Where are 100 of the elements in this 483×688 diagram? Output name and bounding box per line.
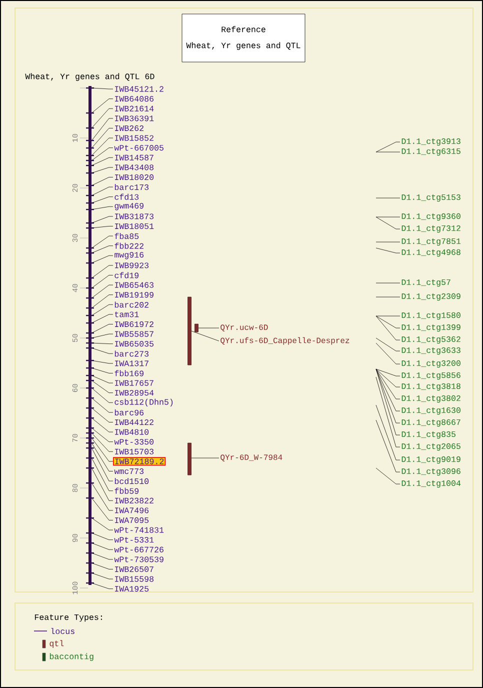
leader-line xyxy=(376,142,400,152)
leader-line xyxy=(92,206,114,210)
leader-line xyxy=(92,157,114,166)
leader-line xyxy=(92,255,114,264)
leader-line xyxy=(92,138,114,156)
legend-label: baccontig xyxy=(50,653,94,661)
leader-line xyxy=(92,368,114,374)
highlighted-marker-label: IWB72189.2 xyxy=(113,457,166,466)
marker-label: fbb169 xyxy=(114,370,144,376)
contig-label: D1.1_ctg3802 xyxy=(402,395,460,403)
marker-label: IWA1925 xyxy=(115,586,149,592)
leader-line xyxy=(92,216,114,224)
leader-line xyxy=(92,408,114,422)
leader-line xyxy=(92,324,114,334)
leader-line xyxy=(92,418,114,432)
qtl-label: QYr-6D_W-7984 xyxy=(220,454,282,462)
leader-line xyxy=(92,186,114,196)
marker-label: IWB61972 xyxy=(115,321,154,328)
leader-line xyxy=(92,582,114,589)
qtl-bar xyxy=(188,296,192,366)
leader-line xyxy=(376,468,400,484)
marker-label: wmc773 xyxy=(114,468,144,474)
marker-label: IWB43408 xyxy=(115,164,154,170)
leader-line xyxy=(376,342,400,364)
leader-line xyxy=(376,368,400,388)
marker-label: IWB4810 xyxy=(115,429,149,435)
leader-line xyxy=(92,284,114,298)
leader-line xyxy=(92,334,114,338)
marker-label: IWA7095 xyxy=(115,517,149,524)
legend-label: locus xyxy=(51,628,74,634)
marker-label: wPt-5331 xyxy=(114,537,154,543)
leader-line xyxy=(92,442,114,472)
marker-label: mwg916 xyxy=(114,252,144,260)
contig-label: D1.1_ctg7312 xyxy=(402,225,460,233)
marker-label: IWA1317 xyxy=(115,360,148,366)
leader-line xyxy=(376,376,400,448)
marker-label: IWB23822 xyxy=(115,498,154,504)
leader-line xyxy=(92,482,114,511)
leader-line xyxy=(376,216,400,230)
leader-line xyxy=(376,368,400,400)
marker-label: barc202 xyxy=(114,302,148,308)
leader-line xyxy=(92,88,114,90)
marker-label: wPt-3350 xyxy=(114,439,154,445)
leader-line xyxy=(376,368,400,424)
marker-label: barc273 xyxy=(114,350,149,357)
marker-label: wPt-741831 xyxy=(114,527,164,533)
leader-line xyxy=(92,468,114,501)
leader-line xyxy=(376,282,400,284)
marker-label: IWB28954 xyxy=(115,390,154,396)
marker-label: barc96 xyxy=(114,409,144,416)
leader-line xyxy=(92,438,114,462)
contig-label: D1.1_ctg5856 xyxy=(402,372,460,380)
leader-line xyxy=(376,368,400,436)
leader-line xyxy=(92,360,114,364)
qtl-label: QYr.ucw-6D xyxy=(220,324,268,332)
marker-label: IWB19199 xyxy=(115,292,154,298)
leader-line xyxy=(92,294,114,308)
marker-label: fbb59 xyxy=(114,488,139,494)
reference-box: Reference Wheat, Yr genes and QTL xyxy=(182,14,306,62)
marker-label: IWB64086 xyxy=(115,96,154,102)
contig-label: D1.1_ctg7851 xyxy=(402,238,461,246)
marker-label: IWB262 xyxy=(115,125,144,132)
marker-label: IWB65463 xyxy=(115,282,154,288)
leader-line xyxy=(376,248,400,254)
marker-label: cfd19 xyxy=(114,272,139,278)
leader-line xyxy=(92,148,114,161)
marker-label: IWB45121.2 xyxy=(115,86,164,92)
marker-label: gwm469 xyxy=(114,202,144,210)
leader-line xyxy=(191,330,220,342)
chromosome-bar xyxy=(86,86,94,585)
leader-line xyxy=(92,348,114,354)
contig-label: D1.1_ctg2309 xyxy=(402,293,460,301)
legend-heading: Feature Types: xyxy=(34,614,102,622)
marker-label: IWB36391 xyxy=(115,116,154,122)
marker-label: IWA7496 xyxy=(115,508,149,514)
contig-label: D1.1_ctg3633 xyxy=(402,347,460,355)
leader-line xyxy=(376,368,400,412)
marker-label: IWB31873 xyxy=(115,214,154,220)
contig-label: D1.1_ctg1580 xyxy=(402,312,460,320)
contig-label: D1.1_ctg1399 xyxy=(402,324,460,332)
leader-line xyxy=(92,458,114,491)
leader-line xyxy=(92,236,114,248)
marker-label: IWB18020 xyxy=(115,174,154,180)
contig-label: D1.1_ctg5362 xyxy=(402,336,460,344)
leader-line xyxy=(92,448,114,482)
contig-label: D1.1_ctg3913 xyxy=(402,138,460,146)
contig-label: D1.1_ctg8667 xyxy=(402,419,460,427)
marker-label: wPt-730539 xyxy=(114,556,164,562)
qtl-label: QYr.ufs-6D_Cappelle-Desprez xyxy=(220,337,350,345)
contig-label: D1.1_ctg2065 xyxy=(402,443,460,451)
legend-label: qtl xyxy=(50,640,64,648)
leader-line xyxy=(92,532,114,540)
contig-label: D1.1_ctg3200 xyxy=(402,360,460,368)
leader-line xyxy=(92,388,114,403)
contig-label: D1.1_ctg835 xyxy=(402,431,456,439)
marker-label: IWB15852 xyxy=(115,135,154,141)
leader-line xyxy=(92,98,114,114)
leader-line xyxy=(376,216,400,218)
qtl-bar xyxy=(188,442,192,476)
leader-line xyxy=(92,196,114,204)
